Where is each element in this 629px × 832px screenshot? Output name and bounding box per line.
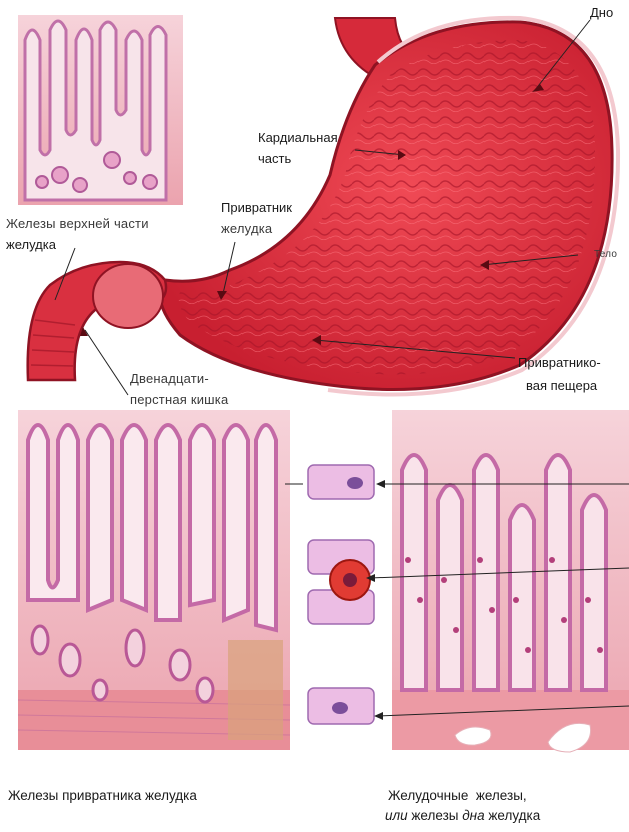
label-upper-glands-line2: желудка [6,236,56,253]
label-antrum-line1: Привратнико- [518,354,601,371]
upper-glands-illustration [18,15,183,205]
label-duodenum-line2: перстная кишка [130,391,228,408]
label-body: Тело [594,246,617,263]
caption-gastric-glands-line1: Желудочные железы, [388,786,527,805]
label-cardia-line2: часть [258,150,291,167]
label-cardia-line1: Кардиальная [258,129,338,146]
label-pylorus-line1: Привратник [221,199,292,216]
caption-stomach-word: желудка [485,808,541,823]
gastric-glands-illustration [392,410,629,752]
caption-pyloric-glands: Железы привратника желудка [8,786,197,805]
caption-or: или [385,808,408,823]
label-duodenum-line1: Двенадцати- [130,370,209,387]
caption-glands-word: железы [408,808,463,823]
label-pylorus-line2: желудка [221,220,272,237]
pyloric-glands-illustration [18,410,290,750]
label-upper-glands-line1: Железы верхней части [6,215,149,232]
caption-fundus: дна [462,808,484,823]
label-fundus: Дно [590,4,613,21]
label-antrum-line2: вая пещера [526,377,597,394]
caption-gastric-glands-line2: или железы дна желудка [385,806,540,825]
isolated-cells [308,465,374,724]
